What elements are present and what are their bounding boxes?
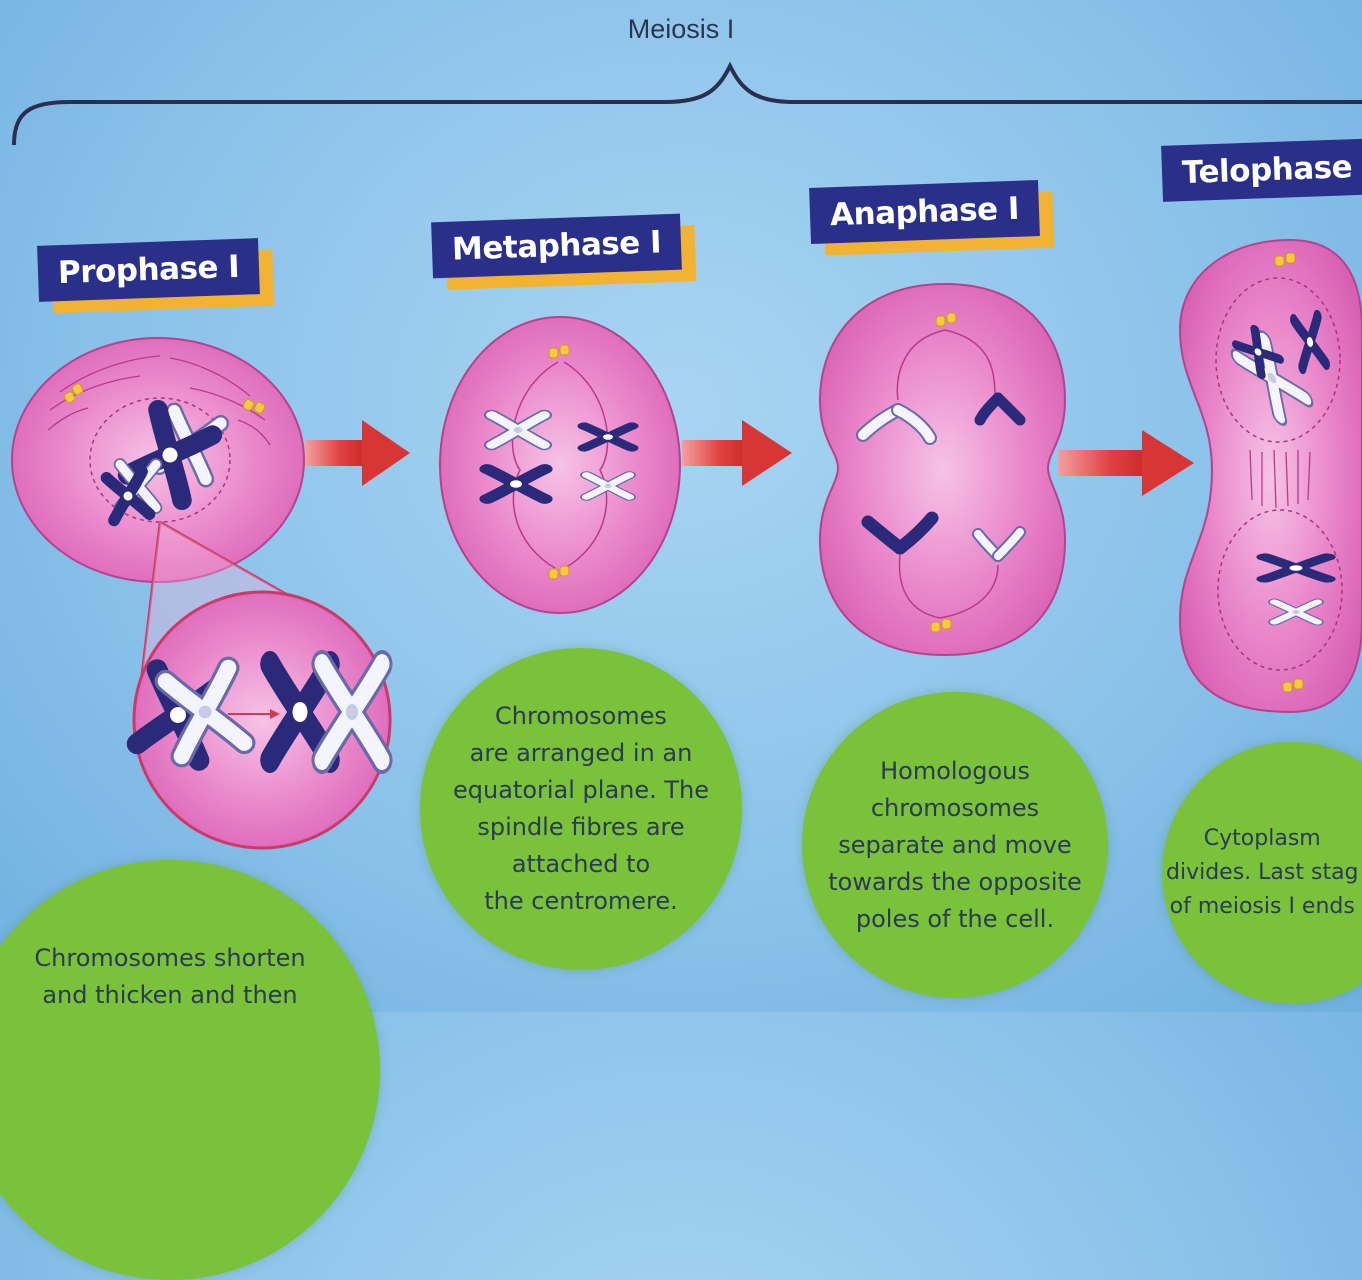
label-anaphase: Anaphase I [809, 180, 1040, 244]
anaphase-cell [820, 284, 1065, 655]
desc-metaphase: Chromosomes are arranged in an equatoria… [420, 648, 742, 970]
arrow-1 [305, 420, 410, 486]
arrow-2 [682, 420, 792, 486]
prophase-zoom [134, 592, 390, 848]
meiosis-bracket [14, 66, 1362, 145]
label-metaphase: Metaphase I [431, 214, 682, 279]
desc-metaphase-text: Chromosomes are arranged in an equatoria… [453, 698, 709, 920]
desc-anaphase-text: Homologous chromosomes separate and move… [828, 753, 1081, 938]
desc-telophase-text: Cytoplasm divides. Last stag of meiosis … [1166, 822, 1359, 924]
metaphase-cell [440, 317, 680, 613]
desc-prophase-text: Chromosomes shorten and thicken and then [34, 940, 305, 1014]
label-prophase: Prophase I [37, 238, 260, 302]
telophase-cell [1180, 240, 1362, 712]
arrow-3 [1058, 430, 1194, 496]
label-telophase: Telophase I [1161, 138, 1362, 202]
desc-anaphase: Homologous chromosomes separate and move… [802, 692, 1108, 998]
